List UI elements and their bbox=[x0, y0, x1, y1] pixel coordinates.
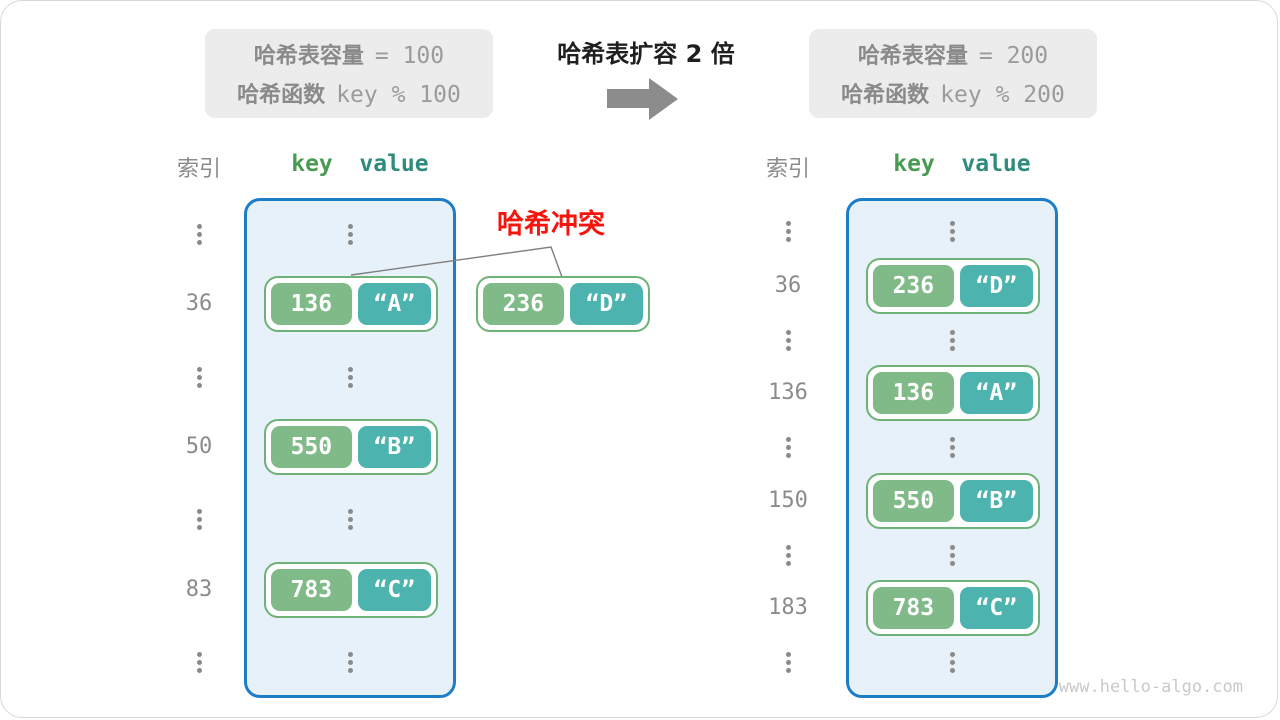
capacity-box-after: 哈希表容量 = 200 哈希函数 key % 200 bbox=[809, 29, 1097, 118]
vertical-ellipsis-icon bbox=[196, 652, 202, 673]
entry-pair: 136 “A” bbox=[866, 365, 1040, 421]
vertical-ellipsis-icon bbox=[347, 224, 353, 245]
hash-function-value: key % 200 bbox=[940, 82, 1065, 108]
key-cell: 236 bbox=[483, 283, 564, 325]
entry-pair: 236 “D” bbox=[866, 258, 1040, 314]
vertical-ellipsis-icon bbox=[785, 437, 791, 458]
index-column-header: 索引 bbox=[176, 157, 221, 182]
hash-function-label: 哈希函数 bbox=[237, 83, 326, 108]
value-cell: “B” bbox=[959, 480, 1033, 522]
vertical-ellipsis-icon bbox=[785, 652, 791, 673]
entry-pair: 136 “A” bbox=[264, 276, 438, 332]
key-cell: 783 bbox=[873, 587, 954, 629]
value-cell: “A” bbox=[357, 283, 431, 325]
diagram-title: 哈希表扩容 2 倍 bbox=[557, 40, 735, 68]
index-label: 50 bbox=[185, 434, 213, 459]
collision-entry-pair: 236 “D” bbox=[476, 276, 650, 332]
capacity-line: 哈希表容量 = 200 bbox=[858, 38, 1048, 70]
vertical-ellipsis-icon bbox=[949, 221, 955, 242]
capacity-value: = 200 bbox=[978, 43, 1049, 69]
value-column-header: value bbox=[359, 151, 429, 177]
index-label: 136 bbox=[768, 380, 808, 405]
key-cell: 136 bbox=[873, 372, 954, 414]
value-cell: “D” bbox=[959, 265, 1033, 307]
watermark: www.hello-algo.com bbox=[1058, 677, 1243, 697]
vertical-ellipsis-icon bbox=[785, 330, 791, 351]
value-cell: “D” bbox=[569, 283, 643, 325]
index-label: 183 bbox=[768, 595, 808, 620]
capacity-line: 哈希表容量 = 100 bbox=[254, 38, 444, 70]
vertical-ellipsis-icon bbox=[949, 330, 955, 351]
vertical-ellipsis-icon bbox=[347, 367, 353, 388]
value-cell: “B” bbox=[357, 426, 431, 468]
vertical-ellipsis-icon bbox=[785, 221, 791, 242]
entry-pair: 783 “C” bbox=[866, 580, 1040, 636]
vertical-ellipsis-icon bbox=[196, 224, 202, 245]
key-cell: 550 bbox=[271, 426, 352, 468]
vertical-ellipsis-icon bbox=[785, 545, 791, 566]
key-cell: 550 bbox=[873, 480, 954, 522]
vertical-ellipsis-icon bbox=[949, 652, 955, 673]
value-cell: “C” bbox=[357, 569, 431, 611]
entry-pair: 550 “B” bbox=[866, 473, 1040, 529]
index-column-header: 索引 bbox=[765, 157, 810, 182]
collision-label: 哈希冲突 bbox=[497, 209, 605, 240]
vertical-ellipsis-icon bbox=[196, 367, 202, 388]
capacity-label: 哈希表容量 bbox=[253, 44, 364, 69]
vertical-ellipsis-icon bbox=[347, 652, 353, 673]
key-column-header: key bbox=[893, 151, 935, 177]
key-cell: 236 bbox=[873, 265, 954, 307]
key-cell: 783 bbox=[271, 569, 352, 611]
capacity-value: = 100 bbox=[374, 43, 445, 69]
hash-function-value: key % 100 bbox=[336, 82, 461, 108]
value-column-header: value bbox=[961, 151, 1031, 177]
key-column-header: key bbox=[291, 151, 333, 177]
value-cell: “C” bbox=[959, 587, 1033, 629]
vertical-ellipsis-icon bbox=[949, 545, 955, 566]
hash-function-line: 哈希函数 key % 200 bbox=[841, 77, 1065, 109]
expand-arrow-icon bbox=[607, 78, 678, 120]
hash-function-label: 哈希函数 bbox=[841, 83, 930, 108]
value-cell: “A” bbox=[959, 372, 1033, 414]
entry-pair: 783 “C” bbox=[264, 562, 438, 618]
index-label: 36 bbox=[774, 273, 802, 298]
index-label: 150 bbox=[768, 488, 808, 513]
capacity-box-before: 哈希表容量 = 100 哈希函数 key % 100 bbox=[205, 29, 493, 118]
index-label: 83 bbox=[185, 577, 213, 602]
vertical-ellipsis-icon bbox=[949, 437, 955, 458]
hash-function-line: 哈希函数 key % 100 bbox=[237, 77, 461, 109]
vertical-ellipsis-icon bbox=[196, 509, 202, 530]
index-label: 36 bbox=[185, 291, 213, 316]
entry-pair: 550 “B” bbox=[264, 419, 438, 475]
vertical-ellipsis-icon bbox=[347, 509, 353, 530]
capacity-label: 哈希表容量 bbox=[857, 44, 968, 69]
key-cell: 136 bbox=[271, 283, 352, 325]
